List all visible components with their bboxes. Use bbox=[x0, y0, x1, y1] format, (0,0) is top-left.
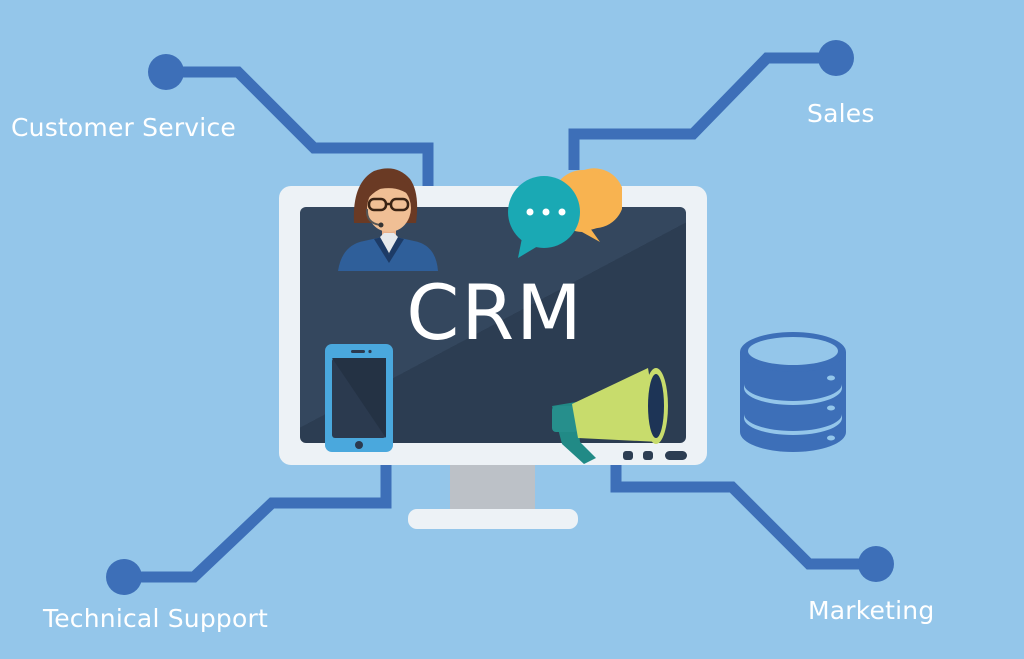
node-customer-service bbox=[148, 54, 184, 90]
monitor-button-3 bbox=[665, 451, 687, 460]
node-sales bbox=[818, 40, 854, 76]
label-technical-support: Technical Support bbox=[43, 604, 268, 633]
monitor-stand-base bbox=[408, 509, 578, 529]
connector-technical-support bbox=[124, 465, 392, 583]
label-customer-service: Customer Service bbox=[11, 113, 236, 142]
label-sales: Sales bbox=[807, 99, 875, 128]
node-technical-support bbox=[106, 559, 142, 595]
connector-customer-service bbox=[166, 66, 434, 186]
monitor-button-2 bbox=[643, 451, 653, 460]
connector-marketing bbox=[610, 465, 876, 570]
crm-title: CRM bbox=[406, 268, 584, 357]
customer-service-agent-icon bbox=[338, 168, 438, 271]
database-icon bbox=[740, 332, 846, 452]
node-marketing bbox=[858, 546, 894, 582]
monitor-stand-neck bbox=[450, 465, 535, 509]
monitor-button-1 bbox=[623, 451, 633, 460]
chat-bubbles-icon bbox=[508, 168, 622, 258]
connector-sales bbox=[568, 52, 836, 170]
megaphone-icon bbox=[552, 368, 668, 464]
smartphone-icon bbox=[325, 344, 393, 452]
label-marketing: Marketing bbox=[808, 596, 935, 625]
